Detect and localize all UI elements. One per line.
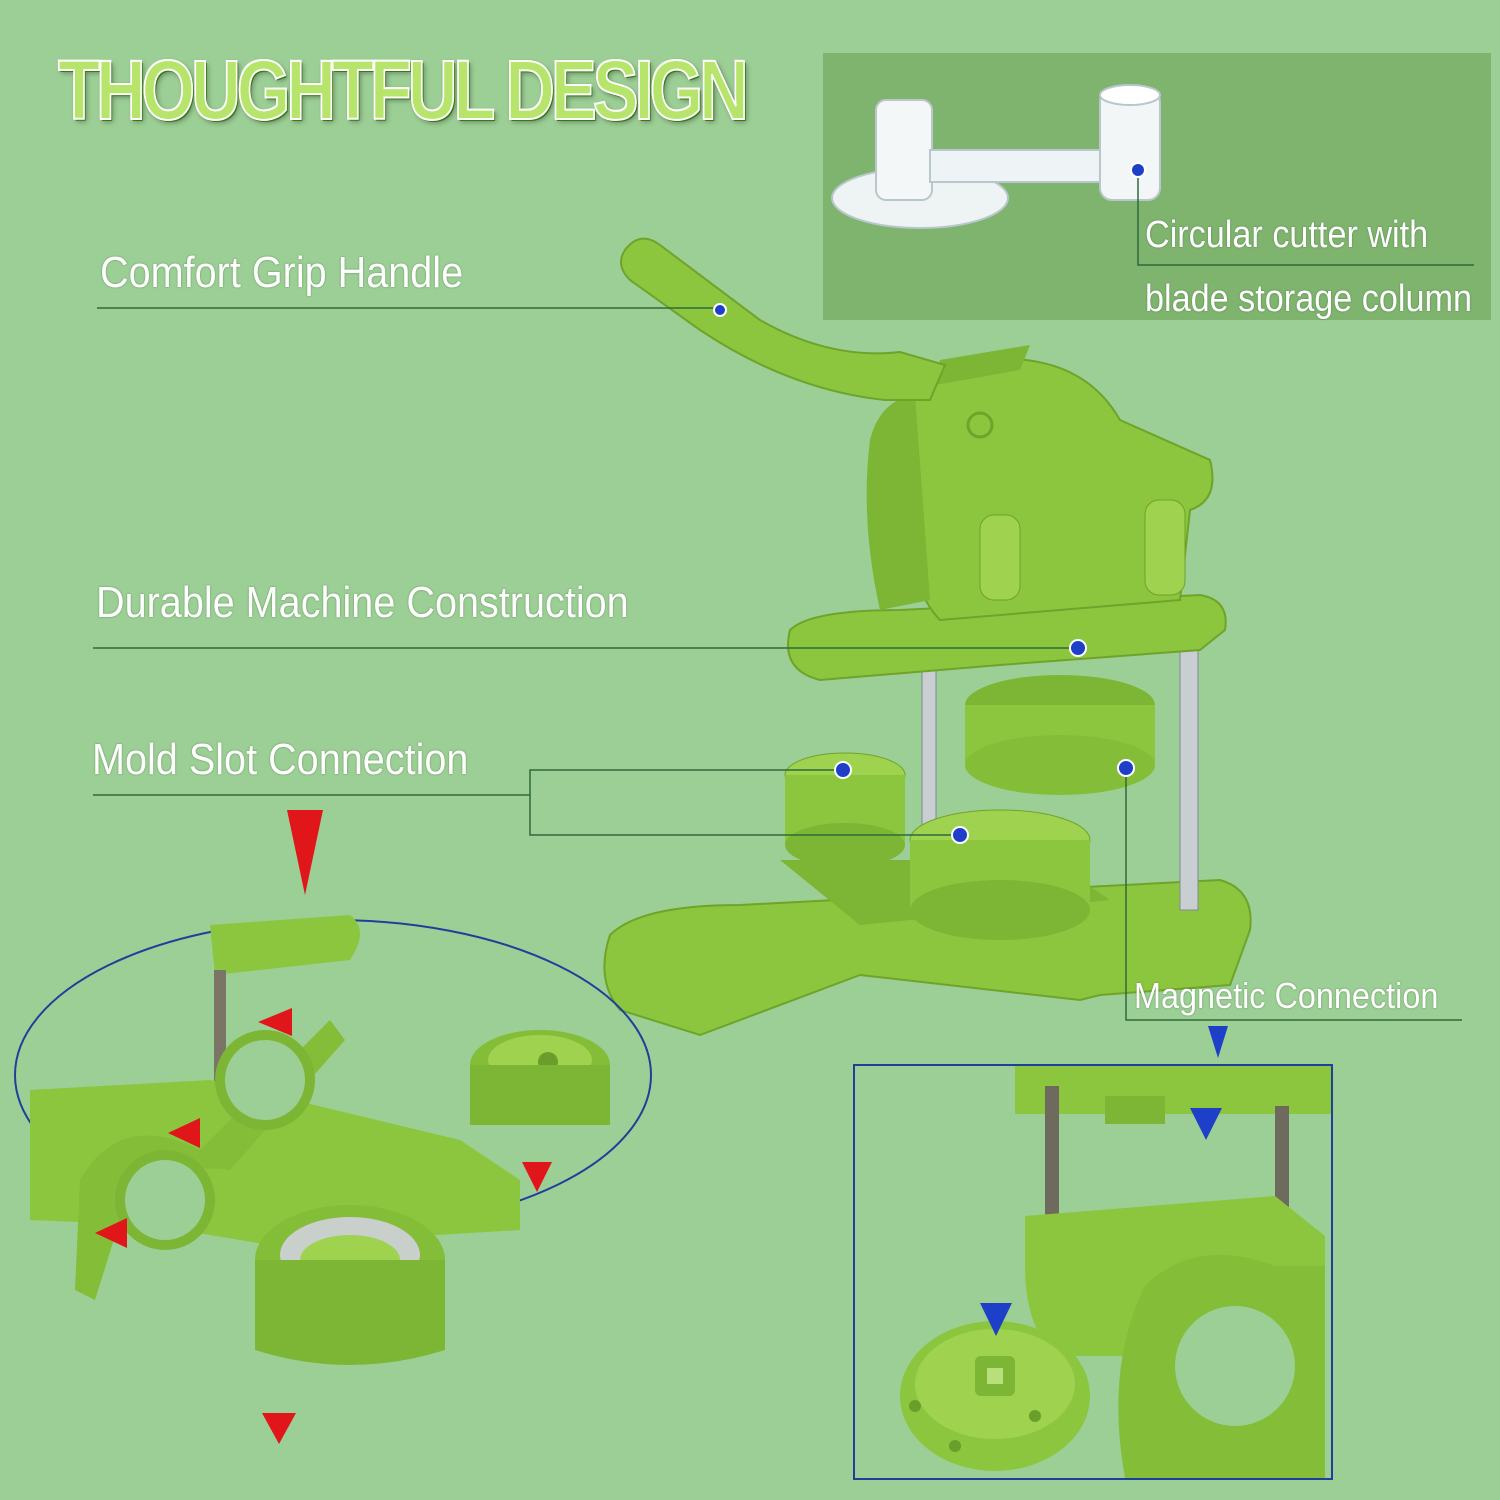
magnetic-detail-panel <box>853 1064 1333 1480</box>
cutter-label-line1: Circular cutter with <box>1145 214 1429 256</box>
cutter-label-line2: blade storage column <box>1145 278 1473 320</box>
leader-lines <box>93 170 1474 1021</box>
page-title: THOUGHTFUL DESIGN <box>57 42 749 138</box>
marker-dots <box>713 162 1146 844</box>
handle-label: Comfort Grip Handle <box>100 248 464 297</box>
comfort-grip-handle <box>620 237 947 401</box>
mold-slot-label: Mold Slot Connection <box>92 735 469 784</box>
circular-cutter-image <box>831 84 1161 229</box>
mold-slot-detail-illustration <box>30 915 610 1365</box>
construction-label: Durable Machine Construction <box>96 578 629 627</box>
blue-arrows <box>980 1026 1228 1336</box>
upper-plate <box>787 593 1227 682</box>
magnetic-detail-illustration <box>900 1066 1331 1478</box>
machine-base <box>603 878 1252 1037</box>
red-arrows <box>95 810 552 1444</box>
magnetic-label: Magnetic Connection <box>1134 975 1439 1016</box>
